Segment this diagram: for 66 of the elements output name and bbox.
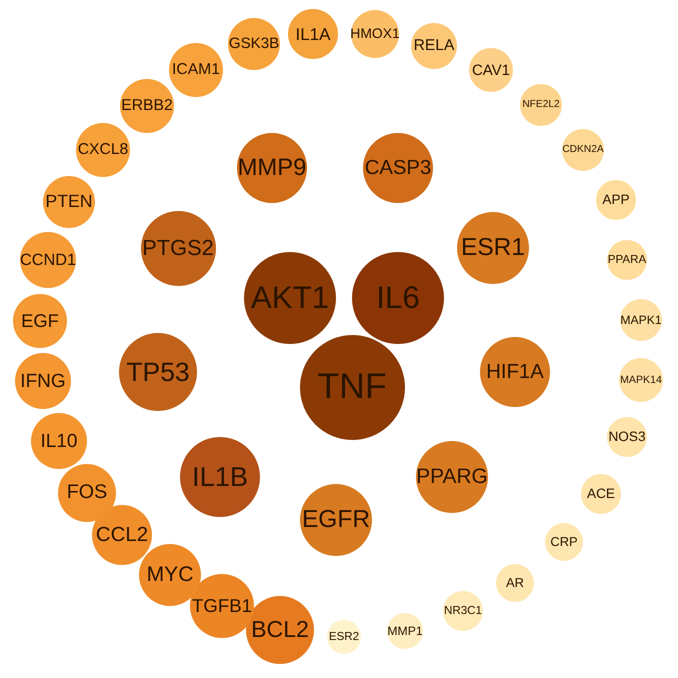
gene-node-circle bbox=[520, 84, 562, 126]
gene-label: HMOX1 bbox=[350, 27, 400, 41]
gene-label: GSK3B bbox=[228, 36, 280, 52]
gene-label: CASP3 bbox=[364, 158, 432, 178]
gene-label: AR bbox=[506, 576, 524, 590]
gene-node-circle bbox=[43, 176, 95, 228]
gene-node-circle bbox=[169, 43, 223, 97]
gene-node-circle bbox=[120, 79, 174, 133]
gene-node-circle bbox=[596, 180, 636, 220]
gene-label: HIF1A bbox=[486, 362, 544, 382]
gene-label: NR3C1 bbox=[444, 605, 482, 617]
gene-node-circle bbox=[581, 474, 621, 514]
gene-node-circle bbox=[607, 417, 647, 457]
gene-node-circle bbox=[327, 620, 361, 654]
gene-node-circle bbox=[443, 591, 483, 631]
gene-label: MMP9 bbox=[238, 156, 306, 180]
gene-node-circle bbox=[351, 10, 399, 58]
gene-label: ICAM1 bbox=[172, 62, 220, 78]
gene-label: IL6 bbox=[376, 282, 420, 314]
gene-node-circle bbox=[469, 48, 513, 92]
gene-label: IL1B bbox=[192, 463, 248, 491]
gene-node-circle bbox=[620, 299, 662, 341]
gene-label: CCND1 bbox=[20, 252, 76, 268]
gene-label: PPARA bbox=[608, 254, 646, 266]
gene-node-circle bbox=[387, 613, 423, 649]
gene-node-circle bbox=[607, 240, 647, 280]
gene-node-circle bbox=[13, 294, 67, 348]
gene-label: MAPK1 bbox=[620, 314, 662, 326]
gene-label: IL1A bbox=[296, 26, 330, 42]
gene-label: IL10 bbox=[40, 432, 78, 450]
gene-label: ESR1 bbox=[460, 236, 525, 260]
gene-label: EGF bbox=[21, 312, 59, 330]
gene-label: CXCL8 bbox=[78, 142, 128, 158]
gene-label: ACE bbox=[587, 487, 615, 501]
gene-label: BCL2 bbox=[251, 618, 309, 642]
gene-node-circle bbox=[228, 18, 280, 70]
gene-label: ERBB2 bbox=[121, 98, 173, 114]
gene-label: MMP1 bbox=[387, 624, 423, 638]
gene-node-circle bbox=[619, 358, 663, 402]
gene-label: PPARG bbox=[416, 466, 488, 488]
gene-node-circle bbox=[411, 23, 457, 69]
gene-label: ESR2 bbox=[328, 631, 360, 643]
gene-label: NFE2L2 bbox=[522, 100, 560, 110]
gene-label: EGFR bbox=[302, 508, 370, 532]
gene-node-circle bbox=[288, 9, 338, 59]
gene-node-circle bbox=[545, 523, 583, 561]
gene-label: FOS bbox=[66, 483, 108, 503]
gene-label: CAV1 bbox=[472, 62, 510, 78]
gene-label: PTGS2 bbox=[142, 237, 214, 259]
gene-node-circle bbox=[496, 564, 534, 602]
gene-node-circle bbox=[562, 129, 604, 171]
gene-label: CDKN2A bbox=[562, 144, 604, 156]
gene-label: CRP bbox=[550, 536, 578, 548]
gene-label: TGFB1 bbox=[192, 596, 252, 616]
gene-label: PTEN bbox=[45, 193, 93, 211]
gene-label: TP53 bbox=[126, 358, 190, 386]
gene-label: APP bbox=[602, 193, 630, 207]
gene-label: IFNG bbox=[20, 372, 66, 390]
gene-node-circle bbox=[76, 123, 130, 177]
gene-label: TNF bbox=[317, 369, 387, 405]
gene-label: MYC bbox=[146, 564, 194, 586]
gene-label: CCL2 bbox=[96, 524, 148, 546]
gene-label: NOS3 bbox=[608, 430, 646, 444]
gene-label: MAPK14 bbox=[620, 374, 662, 386]
gene-label: RELA bbox=[414, 38, 454, 54]
gene-label: AKT1 bbox=[250, 282, 330, 314]
